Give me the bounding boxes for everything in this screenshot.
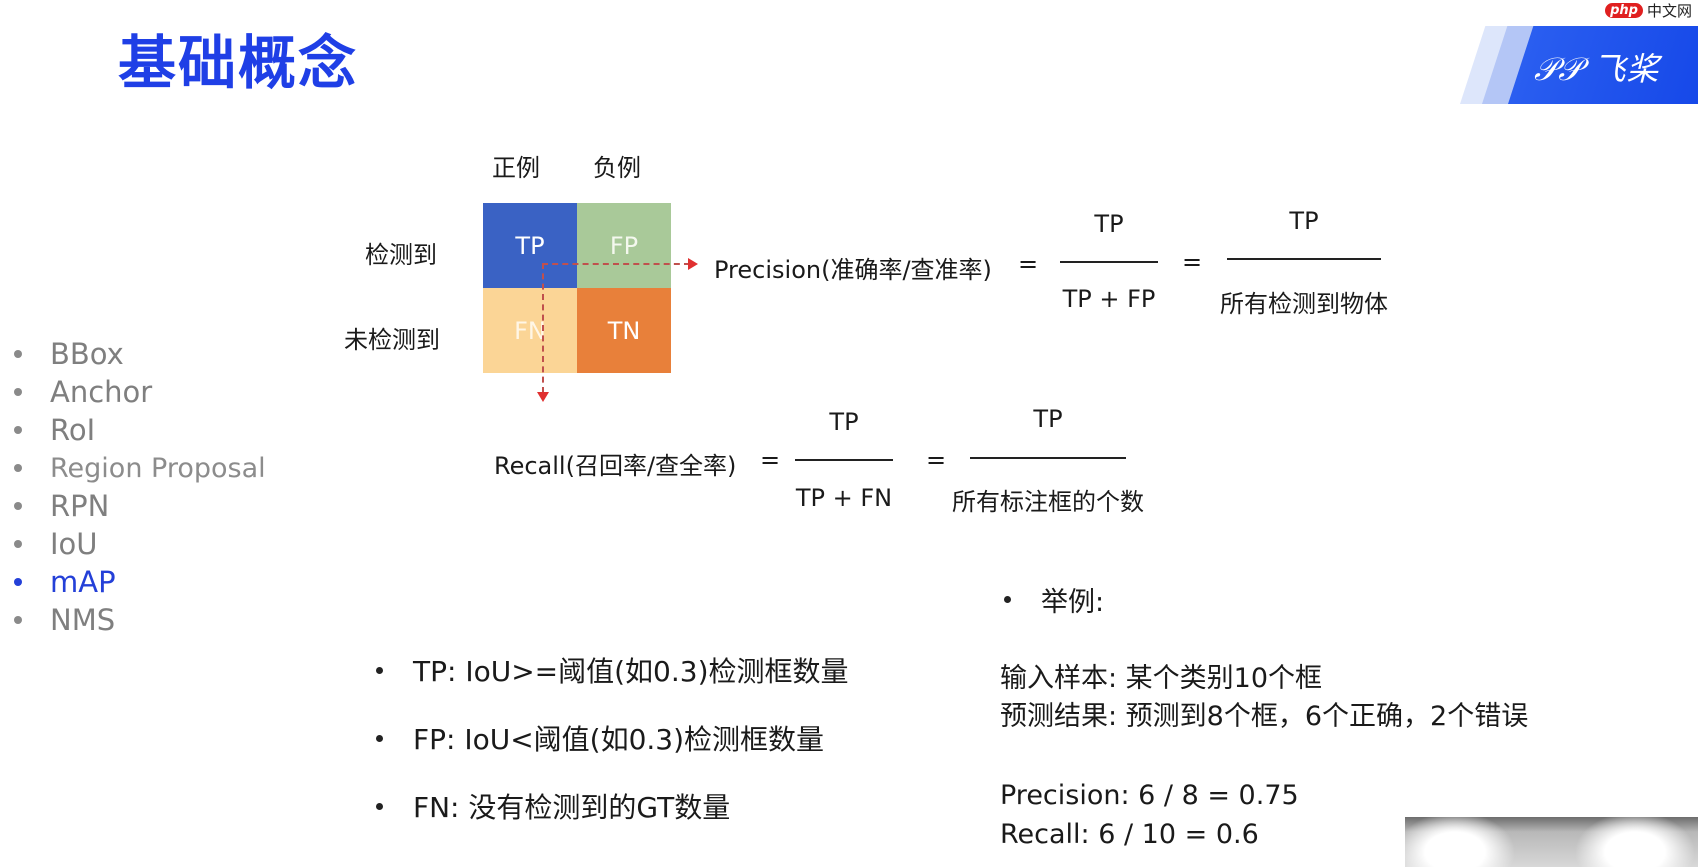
cell-tp: TP	[483, 203, 577, 288]
topic-label: IoU	[50, 527, 98, 561]
precision-frac1-num: TP	[1094, 210, 1124, 238]
topic-label: RPN	[50, 489, 110, 523]
definition-fp: FP: IoU<阈值(如0.3)检测框数量	[370, 704, 849, 772]
bullet-icon	[376, 802, 383, 810]
definition-list: TP: IoU>=阈值(如0.3)检测框数量 FP: IoU<阈值(如0.3)检…	[370, 636, 849, 840]
cell-fp: FP	[577, 203, 671, 288]
definition-text: FN: 没有检测到的GT数量	[413, 791, 731, 824]
fraction-bar	[1060, 261, 1158, 263]
recall-frac1-den: TP + FN	[795, 484, 893, 512]
example-precision: Precision: 6 / 8 = 0.75	[1000, 780, 1299, 811]
equals-sign: =	[760, 446, 781, 474]
bullet-icon	[14, 464, 22, 472]
topic-item-nms[interactable]: NMS	[10, 601, 266, 639]
row-label-undetected: 未检测到	[344, 326, 440, 354]
definition-text: TP: IoU>=阈值(如0.3)检测框数量	[413, 655, 849, 688]
definition-text: FP: IoU<阈值(如0.3)检测框数量	[413, 723, 825, 756]
col-label-positive: 正例	[492, 154, 540, 182]
precision-frac2-num: TP	[1289, 207, 1319, 235]
example-input: 输入样本: 某个类别10个框	[1000, 663, 1323, 694]
topic-list: BBox Anchor RoI Region Proposal RPN IoU …	[10, 335, 266, 639]
precision-frac2-den: 所有检测到物体	[1220, 290, 1388, 318]
paddle-brand-banner: 𝒫𝒫 飞桨	[1460, 26, 1698, 104]
equals-sign: =	[1018, 250, 1039, 278]
topic-label: Region Proposal	[50, 452, 266, 484]
presenter-video-thumbnail	[1405, 817, 1698, 867]
slide-title: 基础概念	[118, 29, 359, 97]
example-block: 举例:	[1000, 580, 1104, 619]
topic-label: RoI	[50, 413, 96, 447]
example-body: 输入样本: 某个类别10个框 预测结果: 预测到8个框，6个正确，2个错误	[1000, 660, 1528, 736]
topic-item-iou[interactable]: IoU	[10, 525, 266, 563]
bullet-icon	[14, 540, 22, 548]
bullet-icon	[14, 388, 22, 396]
recall-label: Recall(召回率/查全率)	[494, 452, 737, 480]
recall-frac2-den: 所有标注框的个数	[952, 488, 1144, 516]
bullet-icon	[14, 426, 22, 434]
precision-frac1-den: TP + FP	[1062, 285, 1156, 313]
arrow-down-icon	[537, 392, 549, 402]
topic-label: Anchor	[50, 375, 153, 409]
topic-item-roi[interactable]: RoI	[10, 411, 266, 449]
bullet-icon	[14, 616, 22, 624]
topic-label: BBox	[50, 337, 124, 371]
bullet-icon	[376, 666, 383, 674]
topic-item-bbox[interactable]: BBox	[10, 335, 266, 373]
definition-fn: FN: 没有检测到的GT数量	[370, 772, 849, 840]
recall-arrow-line	[542, 263, 544, 393]
col-label-negative: 负例	[593, 154, 641, 182]
topic-item-anchor[interactable]: Anchor	[10, 373, 266, 411]
arrow-right-icon	[688, 258, 698, 270]
example-heading-row: 举例:	[1000, 580, 1104, 619]
fraction-bar	[795, 459, 893, 461]
cell-fn: FN	[483, 288, 577, 373]
example-prediction: 预测结果: 预测到8个框，6个正确，2个错误	[1000, 701, 1529, 732]
topic-item-map[interactable]: mAP	[10, 563, 266, 601]
topic-item-region-proposal[interactable]: Region Proposal	[10, 449, 266, 487]
watermark-text: 中文网	[1646, 2, 1692, 20]
precision-arrow-line	[542, 263, 690, 265]
recall-frac1-num: TP	[829, 408, 859, 436]
example-heading: 举例:	[1041, 587, 1105, 618]
topic-label: NMS	[50, 603, 116, 637]
precision-label: Precision(准确率/查准率)	[714, 256, 992, 284]
topic-item-rpn[interactable]: RPN	[10, 487, 266, 525]
equals-sign: =	[926, 446, 947, 474]
cell-tn: TN	[577, 288, 671, 373]
topic-label: mAP	[50, 565, 116, 599]
fraction-bar	[970, 457, 1126, 459]
fraction-bar	[1227, 258, 1381, 260]
php-logo-icon: php	[1605, 3, 1643, 18]
row-label-detected: 检测到	[365, 241, 437, 269]
example-recall: Recall: 6 / 10 = 0.6	[1000, 819, 1259, 850]
bullet-icon	[14, 350, 22, 358]
bullet-icon	[1004, 596, 1011, 603]
site-watermark: php 中文网	[1605, 0, 1692, 21]
paddle-logo-icon: 𝒫𝒫 飞桨	[1534, 50, 1660, 88]
definition-tp: TP: IoU>=阈值(如0.3)检测框数量	[370, 636, 849, 704]
example-results: Precision: 6 / 8 = 0.75 Recall: 6 / 10 =…	[1000, 776, 1299, 854]
bullet-icon	[376, 734, 383, 742]
bullet-icon	[14, 502, 22, 510]
equals-sign: =	[1182, 248, 1203, 276]
bullet-icon	[14, 578, 22, 586]
recall-frac2-num: TP	[1033, 405, 1063, 433]
